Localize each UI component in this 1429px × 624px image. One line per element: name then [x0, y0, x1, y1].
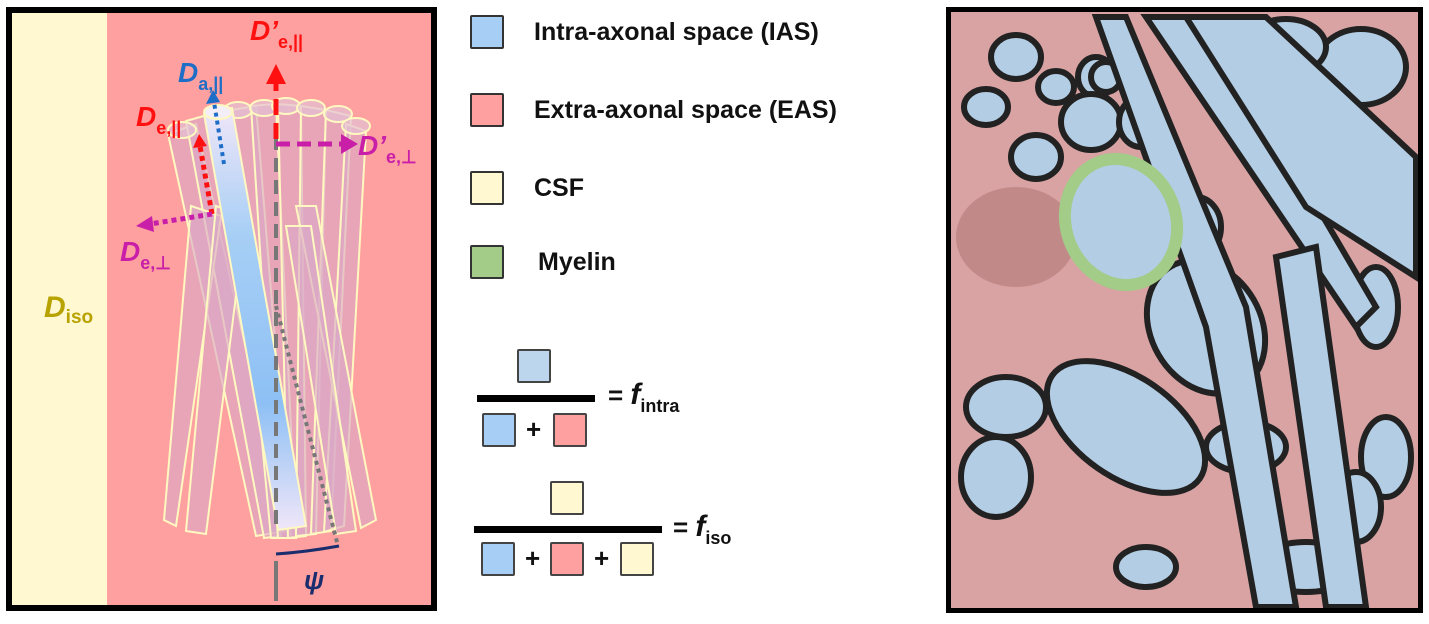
- legend-item-csf: CSF: [470, 168, 584, 208]
- fraction-bar: [477, 395, 595, 402]
- d-prime-e-parallel-label: D’e,||: [250, 15, 304, 52]
- d-a-parallel-label: Da,||: [178, 57, 224, 94]
- d-prime-e-perpendicular-label: D’e,⊥: [358, 130, 417, 167]
- eas-box: [550, 542, 584, 576]
- legend-item-eas: Extra-axonal space (EAS): [470, 90, 837, 130]
- legend-item-myelin: Myelin: [470, 242, 616, 282]
- fascicle-schematic-panel: Diso: [6, 7, 437, 611]
- axon-fan-illustration: [136, 64, 378, 601]
- ias-box: [482, 413, 516, 447]
- myelin-ring: [1058, 152, 1184, 292]
- d-e-perpendicular-label: De,⊥: [120, 236, 171, 273]
- d-iso-label: Diso: [44, 291, 94, 328]
- psi-arc: [275, 544, 340, 556]
- csf-box: [620, 542, 654, 576]
- d-e-parallel-label: De,||: [136, 101, 182, 138]
- segmented-micrograph: [951, 12, 1418, 608]
- myelin-swatch: [470, 245, 504, 279]
- legend-item-ias: Intra-axonal space (IAS): [470, 12, 819, 52]
- ias-box: [481, 542, 515, 576]
- csf-box-numerator: [550, 481, 584, 515]
- eas-box: [553, 413, 587, 447]
- csf-region: [12, 13, 107, 605]
- fraction-bar: [474, 526, 662, 533]
- f-iso-label: = fiso: [673, 510, 732, 548]
- ias-box-numerator: [517, 349, 551, 383]
- csf-swatch: [470, 171, 504, 205]
- electron-micrograph-panel: [946, 7, 1423, 613]
- ias-swatch: [470, 15, 504, 49]
- f-intra-label: = fintra: [608, 378, 680, 416]
- psi-label: ψ: [304, 565, 325, 595]
- eas-swatch: [470, 93, 504, 127]
